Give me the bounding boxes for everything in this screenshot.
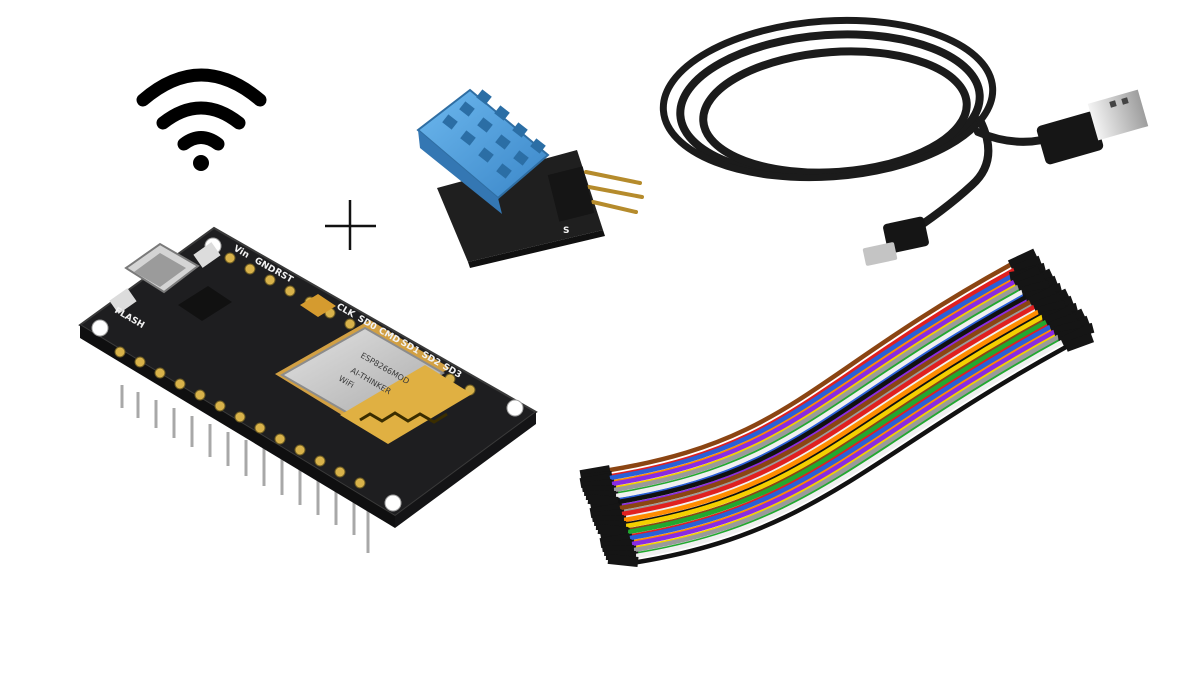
dht11-sensor-module: S <box>416 88 644 268</box>
jumper-wire <box>617 299 1033 511</box>
jumper-wire <box>623 314 1045 529</box>
jumper-wire <box>607 274 1013 481</box>
jumper-wire <box>619 304 1037 517</box>
jumper-wire <box>621 309 1041 523</box>
jumper-wire <box>611 284 1021 493</box>
esp8266-nodemcu-board: WiFi ESP8266MOD AI-THINKER Vin GND RST C… <box>78 226 538 553</box>
jumper-wire <box>633 339 1065 559</box>
jumper-wire <box>607 262 1013 473</box>
jumper-wire <box>609 279 1017 487</box>
usb-micro-b-cable <box>659 16 1149 266</box>
jumper-wire <box>631 334 1061 553</box>
sensor-pin-mark: S <box>563 226 569 236</box>
wire-connector <box>1064 332 1095 352</box>
wifi-icon <box>136 68 267 171</box>
wire-connector <box>597 523 629 537</box>
plus-sign <box>325 200 376 250</box>
jumper-wire <box>613 289 1025 499</box>
wire-connector <box>607 553 639 567</box>
jumper-wire <box>629 329 1057 547</box>
wire-connector <box>587 493 619 507</box>
jumper-wire <box>635 344 1069 565</box>
jumper-wires-bundle <box>579 248 1095 567</box>
jumper-wire <box>627 324 1053 541</box>
jumper-wire <box>615 294 1029 505</box>
jumper-wire <box>625 319 1049 535</box>
